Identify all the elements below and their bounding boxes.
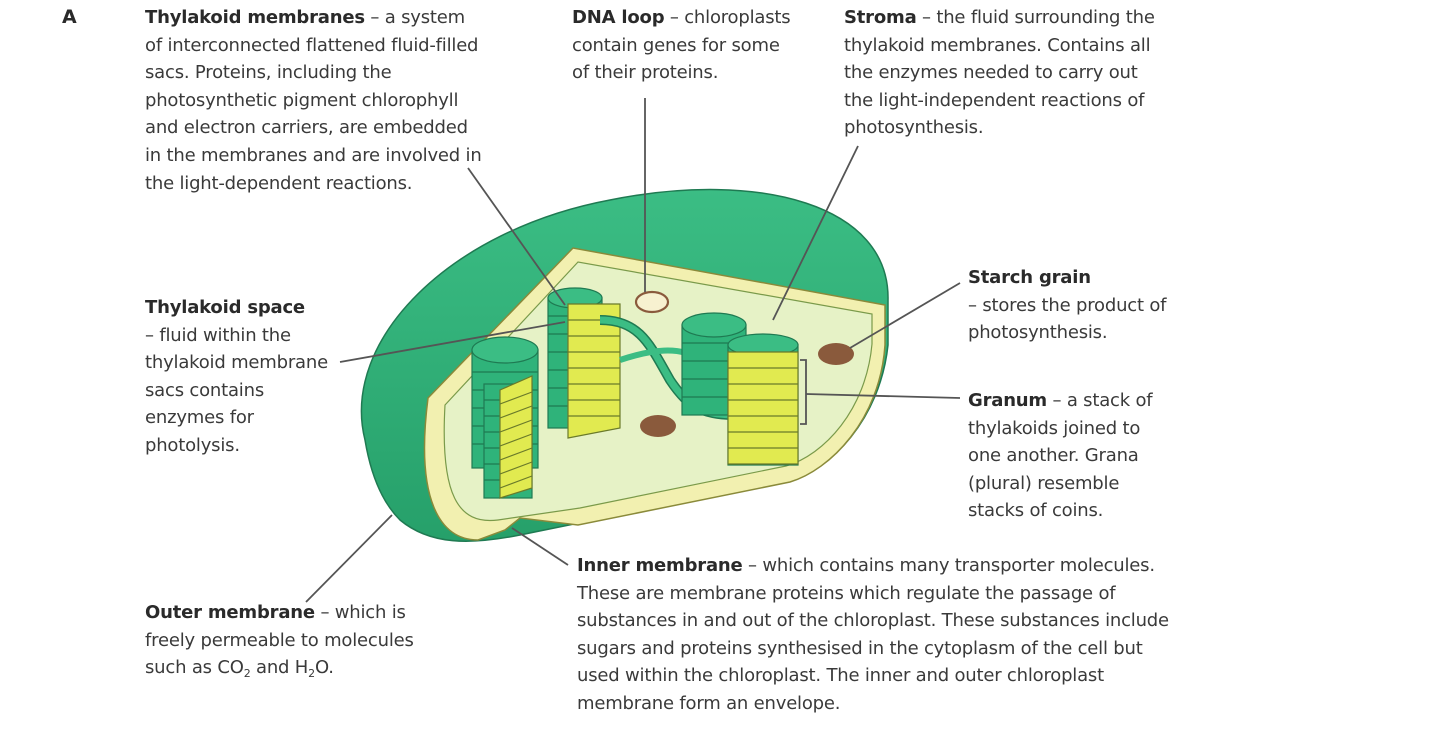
label-stroma: Stroma – the fluid surrounding the thyla… — [844, 4, 1169, 142]
leader-inner-membrane — [511, 527, 569, 566]
description: – the fluid surrounding the thylakoid me… — [844, 7, 1155, 139]
description: – a stack of thylakoids joined to one an… — [968, 390, 1153, 522]
term: Stroma — [844, 7, 917, 28]
leader-thylakoid-membranes — [467, 167, 566, 306]
granum-right — [681, 312, 799, 466]
subscript: 2 — [243, 667, 251, 681]
leader-outer-membrane — [305, 514, 393, 603]
term: Outer membrane — [145, 602, 315, 623]
leader-granum — [805, 393, 961, 399]
description: – a system of interconnected flattened f… — [145, 7, 482, 194]
label-thylakoid-membranes: Thylakoid membranes – a system of interc… — [145, 4, 485, 197]
starch-grain — [640, 415, 676, 437]
description: – which is freely permeable to molecules… — [145, 602, 414, 679]
label-granum: Granum – a stack of thylakoids joined to… — [968, 387, 1163, 525]
description: – which contains many transporter molecu… — [577, 555, 1169, 714]
label-inner-membrane: Inner membrane – which contains many tra… — [577, 552, 1177, 718]
description: – stores the product of photosynthesis. — [968, 294, 1167, 344]
label-dna-loop: DNA loop – chloroplasts contain genes fo… — [572, 4, 797, 87]
label-outer-membrane: Outer membrane – which is freely permeab… — [145, 599, 435, 688]
description: – chloroplasts contain genes for some of… — [572, 7, 791, 84]
label-thylakoid-space: Thylakoid space – fluid within the thylak… — [145, 294, 345, 460]
description: – fluid within the thylakoid membrane sa… — [145, 324, 328, 456]
leader-thylakoid-space — [339, 321, 566, 363]
term: DNA loop — [572, 7, 665, 28]
subscript: 2 — [308, 667, 315, 681]
starch-grain — [818, 343, 854, 365]
description: O. — [314, 657, 334, 679]
leader-starch-grain — [849, 282, 961, 349]
term: Inner membrane — [577, 555, 743, 576]
granum-middle — [547, 287, 621, 439]
figure-letter: A — [62, 6, 77, 28]
description: and H — [250, 657, 309, 679]
term: Granum — [968, 390, 1047, 411]
granum-left — [471, 336, 539, 499]
term: Starch grain — [968, 267, 1091, 288]
leader-stroma — [772, 145, 859, 321]
term: Thylakoid space — [145, 297, 305, 318]
dna-loop — [634, 290, 670, 314]
term: Thylakoid membranes — [145, 7, 365, 28]
granum-bracket — [800, 359, 807, 425]
label-starch-grain: Starch grain – stores the product of phot… — [968, 264, 1168, 347]
